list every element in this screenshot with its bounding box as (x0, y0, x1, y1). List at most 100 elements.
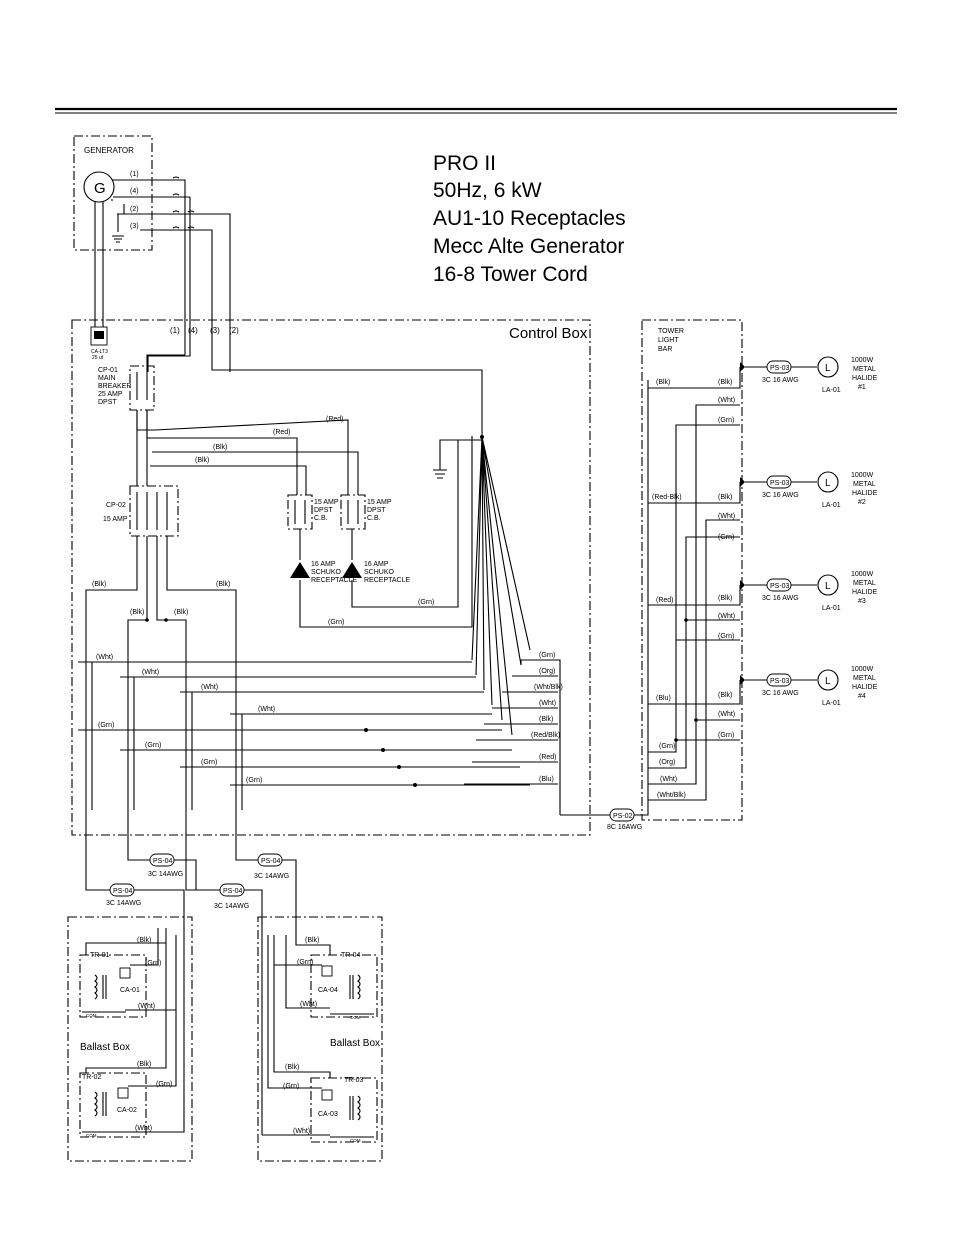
title-line-1: PRO II (433, 152, 496, 175)
label-bus-grn3: (Grn) (201, 759, 217, 766)
label-grn-b: (Grn) (328, 619, 344, 626)
lamp4-id: LA-01 (822, 700, 841, 707)
tw-wire-red (648, 585, 741, 606)
tr03-w2: (Wht) (293, 1128, 310, 1135)
lamp3-spec: 3C 16 AWG (762, 595, 799, 602)
lamp1-spec: 3C 16 AWG (762, 377, 799, 384)
main-breaker-poles (136, 372, 148, 400)
ps04-c-spec: 3C 14AWG (214, 903, 249, 910)
cable-d (235, 810, 297, 935)
wire-gen-1 (112, 179, 186, 355)
tw-wire-blu (648, 680, 741, 705)
lamp2-icon (817, 471, 839, 493)
label-bus-grn2: (Grn) (145, 742, 161, 749)
lamp3-w1: (Wht) (718, 613, 735, 620)
cp02-rating: 15 AMP (103, 516, 128, 523)
tower-cord: PS-02 8C 16AWG (560, 380, 649, 831)
lamp4-w2: (Grn) (718, 732, 734, 739)
label-cp02-blk-left: (Blk) (92, 581, 106, 588)
cb-wire-4: (4) (188, 326, 198, 335)
lamp-1: PS-03 3C 16 AWG L LA-01 1000W METAL HALI… (740, 356, 878, 394)
recept1-l2: SCHUKO (311, 569, 342, 576)
tw-junction-3 (694, 718, 698, 722)
tr02-outline (79, 1072, 147, 1138)
label-blk-2: (Blk) (195, 457, 209, 464)
lamp1-arrow (740, 362, 745, 372)
tr04-id: TR-04 (341, 952, 361, 959)
tr04-w1: (Grn) (297, 959, 313, 966)
cord-label-4: (Blk) (539, 716, 553, 723)
tr02-w0: (Blk) (137, 1061, 151, 1068)
gen-terminal-1: (1) (130, 171, 139, 178)
lamp1-d2: HALIDE (852, 375, 878, 382)
ballast-right-label: Ballast Box (330, 1038, 380, 1049)
lamp3-d3: #3 (858, 598, 866, 605)
tower-l2: LIGHT (658, 337, 679, 344)
ballast-left-label: Ballast Box (80, 1042, 130, 1053)
lamp2-w0: (Blk) (718, 494, 732, 501)
tr01-coil (94, 974, 107, 1000)
lamp2-spec: 3C 16 AWG (762, 492, 799, 499)
control-box-outline (71, 319, 591, 836)
lamp1-d1: METAL (853, 366, 876, 373)
recept1-l1: 16 AMP (311, 561, 336, 568)
lamp-2: PS-03 3C 16 AWG L LA-01 1000W METAL HALI… (740, 471, 878, 509)
dpst1-l2: DPST (314, 507, 333, 514)
title-line-4: Mecc Alte Generator (433, 235, 624, 258)
title-line-5: 16-8 Tower Cord (433, 263, 588, 286)
lamp3-icon (817, 574, 839, 596)
tr02-id: TR-02 (82, 1074, 102, 1081)
dpst1-l3: C.B. (314, 515, 328, 522)
recept1-l3: RECEPTACLE (311, 577, 357, 584)
receptacle-1-icon (290, 562, 310, 578)
ps02-id: PS-02 (613, 813, 633, 820)
tw-left-6: (Wht) (660, 776, 677, 783)
tw-left-2: (Red) (656, 597, 674, 604)
junction-bus-4 (413, 783, 417, 787)
tr03-w0: (Blk) (285, 1064, 299, 1071)
tower-l3: BAR (658, 346, 672, 353)
control-box-label: Control Box (509, 325, 588, 342)
cord-label-1: (Org) (539, 668, 555, 675)
ballast-box-left: Ballast Box TR-01 CA-01 COM (Blk) (Grn) … (67, 916, 193, 1162)
main-breaker-l2: BREAKER (98, 383, 131, 390)
lamp2-d3: #2 (858, 499, 866, 506)
lamp2-w1: (Wht) (718, 513, 735, 520)
wire-cp02-right (166, 536, 237, 660)
lamp2-id: LA-01 (822, 502, 841, 509)
ca03-icon (321, 1089, 333, 1101)
generator-box: GENERATOR G (1) (4) (2) (3) (73, 135, 483, 436)
lamp1-id: LA-01 (822, 387, 841, 394)
tr04-w0: (Blk) (305, 937, 319, 944)
tr04-blk (295, 935, 331, 955)
junction-bus-2 (381, 748, 385, 752)
tr02-coil (94, 1091, 107, 1117)
label-bus-wht2: (Wht) (142, 669, 159, 676)
tw-left-0: (Blk) (656, 379, 670, 386)
ps04-badge-d (257, 853, 283, 867)
dpst-breaker-2 (340, 494, 366, 530)
ca04-id: CA-04 (318, 987, 338, 994)
cable-a (85, 810, 185, 928)
tw-wire-redblk (648, 482, 741, 504)
lamp2-cable: PS-03 (770, 480, 790, 487)
ballast-box-right: Ballast Box TR-04 CA-04 COM (Blk) (Grn) … (257, 916, 383, 1162)
ps04-badge-a (109, 883, 135, 897)
junction-l2 (145, 618, 149, 622)
generator-symbol (83, 171, 115, 203)
tw-left-1: (Red-Blk) (652, 494, 682, 501)
wire-cp02-l2 (127, 536, 148, 660)
junction-bus-1 (364, 728, 368, 732)
ps04-d-id: PS-04 (261, 858, 281, 865)
ps04-b-spec: 3C 14AWG (148, 871, 183, 878)
tr03-id: TR-03 (344, 1077, 364, 1084)
generator-label: GENERATOR (84, 146, 134, 155)
tr04-outline (310, 954, 378, 1018)
tr01-w1: (Grn) (145, 960, 161, 967)
tr03-tap: COM (350, 1138, 361, 1143)
gen-terminal-3: (3) (130, 223, 139, 230)
main-breaker-l1: MAIN (98, 375, 116, 382)
label-grn-a: (Grn) (418, 599, 434, 606)
lamp2-d2: HALIDE (852, 490, 878, 497)
lamp4-w1: (Wht) (718, 711, 735, 718)
